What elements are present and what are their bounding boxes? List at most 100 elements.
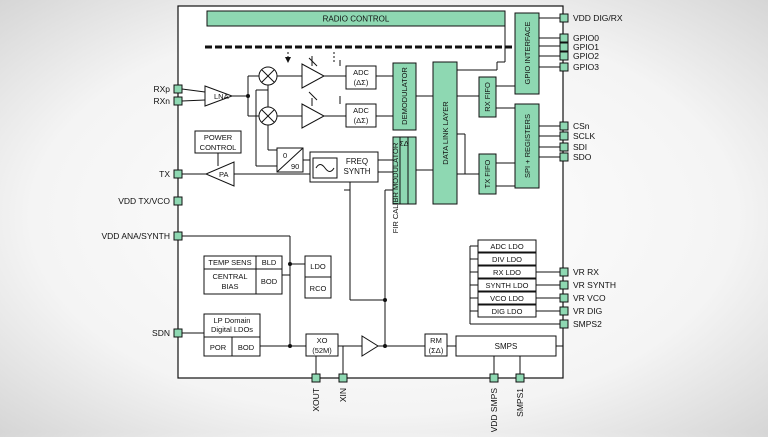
pin-vdd-tx-vco (173, 196, 183, 206)
svg-text:SYNTH: SYNTH (343, 167, 370, 176)
lp-domain-block: LP Domain Digital LDOs POR BOD (203, 313, 261, 357)
svg-text:TEMP SENS: TEMP SENS (208, 258, 251, 267)
pin-label-sdi: SDI (573, 142, 587, 152)
svg-text:ADC LDO: ADC LDO (490, 242, 524, 251)
svg-text:TX FIFO: TX FIFO (483, 159, 492, 188)
svg-text:LNA: LNA (214, 92, 229, 101)
svg-text:SMPS: SMPS (495, 342, 518, 351)
signal-wiring (181, 17, 564, 378)
pin-sdn (173, 328, 183, 338)
svg-text:BOD: BOD (261, 277, 278, 286)
power-control-block: POWER CONTROL (194, 130, 242, 154)
svg-text:Digital LDOs: Digital LDOs (211, 325, 253, 334)
mixer-i-icon (258, 66, 278, 86)
pin-rxn (173, 96, 183, 106)
pin-vr-dig (559, 306, 569, 316)
svg-text:DATA LINK LAYER: DATA LINK LAYER (441, 101, 450, 165)
pin-smps2 (559, 319, 569, 329)
gpio-interface-block: GPIO INTERFACE (514, 12, 540, 95)
svg-text:BOD: BOD (238, 343, 255, 352)
svg-text:0: 0 (283, 151, 287, 160)
pin-gpio0 (559, 33, 569, 43)
pin-vdd-smps (489, 373, 499, 383)
lna-icon (204, 85, 234, 107)
svg-text:ADC: ADC (353, 106, 369, 115)
pin-label-gpio3: GPIO3 (573, 62, 599, 72)
pin-smps1 (515, 373, 525, 383)
pin-label-xin: XIN (338, 388, 348, 402)
pin-sclk (559, 131, 569, 141)
pin-gpio1 (559, 42, 569, 52)
pin-sdo (559, 152, 569, 162)
pin-label-rxp: RXp (153, 84, 170, 94)
pin-vr-synth (559, 280, 569, 290)
temp-sens-bias-block: TEMP SENS BLD CENTRAL BIAS BOD (203, 255, 283, 295)
xo-block: XO (52M) (305, 333, 339, 357)
demodulator-block: DEMODULATOR (392, 62, 417, 131)
pin-sdi (559, 142, 569, 152)
pin-label-rxn: RXn (153, 96, 170, 106)
svg-text:RX FIFO: RX FIFO (483, 82, 492, 112)
svg-text:SPI + REGISTERS: SPI + REGISTERS (523, 114, 532, 178)
radio-control-block: RADIO CONTROL (206, 10, 506, 27)
ldo-rco-block: LDO RCO (304, 255, 332, 299)
pin-label-gpio2: GPIO2 (573, 51, 599, 61)
smps-block: SMPS (455, 335, 557, 357)
pin-label-sdo: SDO (573, 152, 592, 162)
svg-text:PA: PA (219, 170, 228, 179)
svg-text:RM: RM (430, 336, 442, 345)
svg-text:FREQ: FREQ (346, 157, 368, 166)
pin-vdd-dig-rx (559, 13, 569, 23)
svg-text:(ΔΣ): (ΔΣ) (354, 78, 369, 87)
svg-text:DIV LDO: DIV LDO (492, 255, 522, 264)
svg-text:BLD: BLD (262, 258, 277, 267)
tx-fifo-block: TX FIFO (478, 153, 497, 195)
adc-i-block: ADC (ΔΣ) (345, 65, 377, 90)
phase-splitter-block: 0 90 (276, 147, 304, 173)
svg-text:RCO: RCO (310, 284, 327, 293)
adc-q-block: ADC (ΔΣ) (345, 103, 377, 128)
ldo-stack: ADC LDO DIV LDO RX LDO SYNTH LDO VCO LDO… (469, 239, 563, 325)
pin-tx (173, 169, 183, 179)
svg-text:SYNTH LDO: SYNTH LDO (486, 281, 529, 290)
data-link-layer-block: DATA LINK LAYER (432, 61, 458, 205)
svg-text:CENTRAL: CENTRAL (212, 272, 247, 281)
pin-label-vr-synth: VR SYNTH (573, 280, 616, 290)
svg-text:VCO LDO: VCO LDO (490, 294, 524, 303)
svg-text:RADIO CONTROL: RADIO CONTROL (323, 15, 390, 24)
svg-text:FIR CALIBR MODULATOR: FIR CALIBR MODULATOR (391, 142, 400, 233)
svg-text:(ΣΔ): (ΣΔ) (429, 346, 444, 355)
pin-label-vdd-dig-rx: VDD DIG/RX (573, 13, 623, 23)
pin-label-vr-dig: VR DIG (573, 306, 602, 316)
pin-label-sdn: SDN (152, 328, 170, 338)
pin-xout (311, 373, 321, 383)
pin-gpio2 (559, 51, 569, 61)
svg-text:XO: XO (317, 336, 328, 345)
svg-text:RX LDO: RX LDO (493, 268, 521, 277)
pin-label-csn: CSn (573, 121, 590, 131)
pin-vr-rx (559, 267, 569, 277)
pin-label-vdd-ana-synth: VDD ANA/SYNTH (102, 231, 171, 241)
svg-text:POR: POR (210, 343, 227, 352)
pin-label-vr-vco: VR VCO (573, 293, 606, 303)
svg-text:ΣΔ: ΣΔ (399, 139, 409, 148)
pin-csn (559, 121, 569, 131)
pin-label-gpio1: GPIO1 (573, 42, 599, 52)
pin-vr-vco (559, 293, 569, 303)
right-pins: VDD DIG/RX GPIO0 GPIO1 GPIO2 GPIO3 CSn S… (559, 13, 623, 329)
mixer-q-icon (258, 106, 278, 126)
pin-label-vdd-tx-vco: VDD TX/VCO (118, 196, 170, 206)
rx-fifo-block: RX FIFO (478, 76, 497, 118)
svg-text:CONTROL: CONTROL (200, 143, 237, 152)
svg-text:LDO: LDO (310, 262, 326, 271)
svg-text:DEMODULATOR: DEMODULATOR (400, 67, 409, 125)
pin-label-vdd-smps: VDD SMPS (489, 388, 499, 432)
svg-text:(ΔΣ): (ΔΣ) (354, 116, 369, 125)
pin-label-vr-rx: VR RX (573, 267, 599, 277)
svg-text:LP Domain: LP Domain (214, 316, 251, 325)
svg-text:BIAS: BIAS (221, 282, 238, 291)
pin-label-gpio0: GPIO0 (573, 33, 599, 43)
bottom-pins: XOUT XIN VDD SMPS SMPS1 (311, 373, 525, 432)
